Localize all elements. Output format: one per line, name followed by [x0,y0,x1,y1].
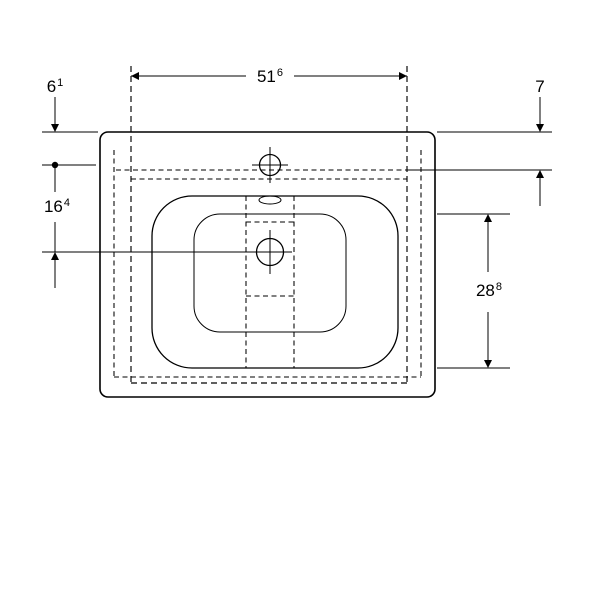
dim-width-label: 516 [257,67,283,86]
dim-7-arrow-down [536,124,544,132]
bowl-inner-contour [193,213,347,333]
tap-hole-symbol [252,147,288,183]
dim-rim-depth-right: 7 [409,77,552,206]
rear-deck-hidden-lines [116,169,419,180]
bowl-outer-contour [151,195,399,369]
dim-width-top: 516 [131,67,407,86]
dim-7-label: 7 [535,77,544,96]
dim-164-arrow-up [51,252,59,260]
dim-tap-offset-label: 61 [47,77,64,96]
dim-288-arrow-up [484,214,492,222]
dim-width-arrow-left [131,72,139,80]
dim-164-label: 164 [44,197,70,216]
cabinet-hidden-lines [130,66,408,384]
basin-outline [99,131,436,398]
dim-bowl-depth-right: 288 [437,213,510,369]
dim-7-arrow-up [536,170,544,178]
dim-tap-offset-left: 61 [42,77,98,169]
dim-tap-offset-arrow-down [51,124,59,132]
bowl-contours [151,195,399,369]
overflow-slot [258,195,282,205]
dim-288-label: 288 [476,281,502,300]
drain-symbol [248,230,292,274]
basin-underside-hidden-lines [113,150,422,378]
dim-width-arrow-right [399,72,407,80]
basin-rim-outline [99,131,436,398]
dim-288-arrow-down [484,360,492,368]
dim-tap-to-drain-left: 164 [42,165,250,288]
